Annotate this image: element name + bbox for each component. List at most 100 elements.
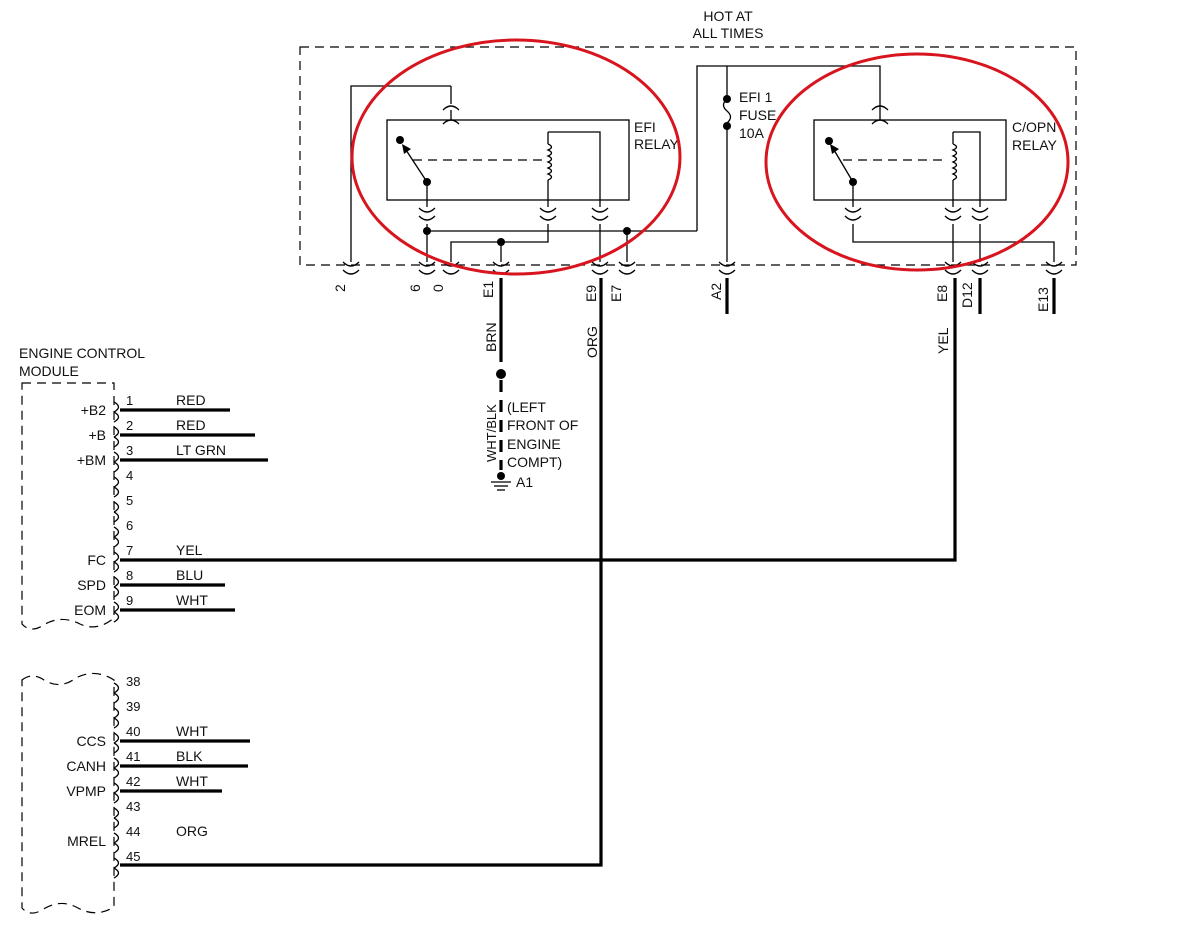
efi-switch-contact-top (396, 136, 404, 144)
conn-label-a2: A2 (708, 283, 724, 300)
wire-color-label: YEL (176, 542, 203, 558)
wire-color-label: WHT (176, 773, 208, 789)
pin-connector-icon (113, 501, 120, 513)
conn-label-e8: E8 (934, 285, 950, 302)
pin-connector-icon (113, 832, 120, 844)
pin-connector-icon (113, 792, 120, 804)
pin-connector-icon (113, 461, 120, 473)
pin-connector-icon (113, 586, 120, 598)
wire-color-label: BLU (176, 567, 203, 583)
pin-connector-icon (113, 426, 120, 438)
efi1-fuse: EFI 1 FUSE 10A (722, 66, 776, 262)
pin-connector-icon (113, 732, 120, 744)
efi-relay-label-line1: EFI (634, 119, 656, 135)
pin-number: 7 (126, 543, 133, 558)
pin-connector-icon (113, 551, 120, 563)
pin-number: 42 (126, 774, 140, 789)
pin-connector-icon (113, 536, 120, 548)
ecm-title-line1: ENGINE CONTROL (19, 345, 145, 361)
pin-connector-icon (113, 476, 120, 488)
pin-name: CCS (76, 733, 106, 749)
pin-number: 5 (126, 493, 133, 508)
pin-name: SPD (77, 577, 106, 593)
pin-connector-icon (113, 692, 120, 704)
pin-connector-icon (113, 742, 120, 754)
highlight-copn-relay (764, 52, 1070, 272)
pin-connector-icon (113, 842, 120, 854)
efi-switch-arm (405, 149, 428, 183)
pin-connector-icon (113, 611, 120, 623)
copn-relay-body (813, 119, 1007, 201)
pin-connector-icon (113, 757, 120, 769)
conn-label-6: 6 (407, 284, 423, 292)
wire-label-brn: BRN (483, 322, 499, 352)
wire-color-label: WHT (176, 592, 208, 608)
pin-connector-icon (113, 707, 120, 719)
wire-bus-to-copn (696, 65, 881, 231)
wire-color-label: RED (176, 417, 206, 433)
pin-number: 3 (126, 443, 133, 458)
pin-number: 6 (126, 518, 133, 533)
ecm-bottom-pins: 383940CCSWHT41CANHBLK42VPMPWHT4344MRELOR… (66, 674, 250, 879)
wire-color-label: ORG (176, 823, 208, 839)
efi-coil-icon (546, 143, 553, 181)
pin-name: CANH (66, 758, 106, 774)
pin-number: 9 (126, 593, 133, 608)
fuse-icon (722, 98, 732, 124)
wire-color-label: RED (176, 392, 206, 408)
ecm-title-line2: MODULE (19, 363, 79, 379)
ground-id-a1: A1 (516, 474, 533, 490)
ground-icon (491, 472, 511, 491)
pin-connector-icon (113, 436, 120, 448)
wire-org (120, 278, 603, 867)
wire-label-wht-blk: WHT/BLK (484, 404, 499, 462)
pin-connector-icon (113, 451, 120, 463)
relay-box-outline (299, 46, 1077, 266)
fuse-label-line1: EFI 1 (739, 89, 773, 105)
pin-number: 8 (126, 568, 133, 583)
conn-label-e1: E1 (480, 281, 496, 298)
copn-relay-label-line1: C/OPN (1012, 119, 1056, 135)
pin-connector-icon (113, 782, 120, 794)
pin-connector-icon (113, 511, 120, 523)
ground-label-line1: (LEFT (507, 399, 546, 415)
pin-connector-icon (113, 867, 120, 879)
conn-label-2: 2 (332, 284, 348, 292)
ground-label-line3: ENGINE (507, 436, 561, 452)
pin-connector-icon (113, 401, 120, 413)
ground-label-line4: COMPT) (507, 454, 562, 470)
pin-name: FC (87, 552, 106, 568)
pin-connector-icon (113, 526, 120, 538)
pin-name: +B2 (81, 402, 107, 418)
pin-connector-icon (113, 817, 120, 829)
pin-name: +B (88, 427, 106, 443)
pin-number: 38 (126, 674, 140, 689)
pin-connector-icon (113, 682, 120, 694)
ground-label-line2: FRONT OF (507, 417, 578, 433)
ecm-body-bottom (21, 672, 115, 914)
copn-coil-icon (951, 143, 958, 181)
pin-number: 41 (126, 749, 140, 764)
hot-label-line2: ALL TIMES (693, 25, 764, 41)
pin-number: 39 (126, 699, 140, 714)
efi-relay: EFI RELAY (386, 86, 680, 221)
ecm-body-top (21, 382, 115, 630)
wire-label-yel: YEL (935, 327, 951, 354)
pin-number: 1 (126, 393, 133, 408)
pin-number: 40 (126, 724, 140, 739)
pin-name: MREL (67, 833, 106, 849)
wire-label-org: ORG (584, 326, 600, 358)
pin-connector-icon (113, 717, 120, 729)
conn-label-0: 0 (430, 284, 446, 292)
pin-connector-icon (113, 767, 120, 779)
pin-connector-icon (113, 411, 120, 423)
pin-connector-icon (113, 807, 120, 819)
copn-switch-arrow-icon (830, 144, 839, 154)
pin-connector-icon (113, 486, 120, 498)
copn-relay-label-line2: RELAY (1012, 137, 1058, 153)
efi-relay-body (386, 119, 630, 201)
fuse-label-line2: FUSE (739, 107, 776, 123)
conn-label-d12: D12 (959, 282, 975, 308)
pin-connector-icon (113, 561, 120, 573)
